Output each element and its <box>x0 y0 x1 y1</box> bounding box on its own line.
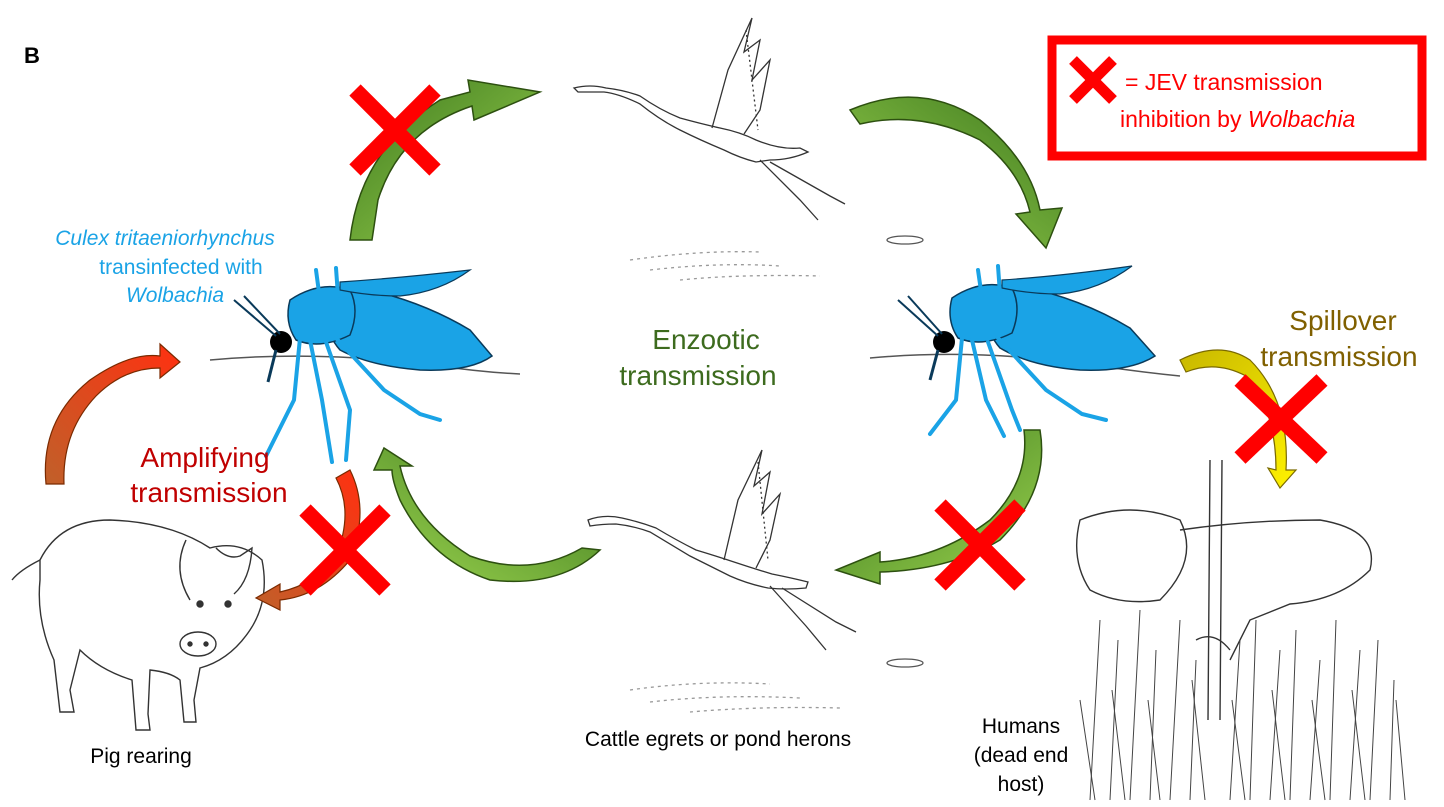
legend-box: = JEV transmission inhibition by Wolbach… <box>1052 40 1422 156</box>
pig-label: Pig rearing <box>90 745 192 768</box>
spillover-label-line1: Spillover <box>1289 305 1396 336</box>
flying-bird-top-illustration <box>574 18 923 280</box>
pig-illustration <box>12 520 264 730</box>
arrow-bird-top-to-mosquito-right <box>850 97 1062 248</box>
spillover-label-line2: transmission <box>1260 341 1417 372</box>
panel-label: B <box>24 43 40 68</box>
mosquito-species-label: Culex tritaeniorhynchus transinfected wi… <box>55 227 275 307</box>
amplifying-label-line2: transmission <box>130 477 287 508</box>
humans-label-line2: (dead end <box>974 744 1069 767</box>
legend-line2-italic: Wolbachia <box>1248 106 1355 132</box>
humans-label-line3: host) <box>998 773 1045 796</box>
mosquito-right-illustration <box>870 266 1180 436</box>
legend-line2: inhibition by Wolbachia <box>1120 106 1355 132</box>
humans-label-line1: Humans <box>982 715 1060 738</box>
legend-line1: = JEV transmission <box>1125 69 1323 95</box>
birds-label: Cattle egrets or pond herons <box>585 728 851 751</box>
enzootic-label-line2: transmission <box>619 360 776 391</box>
enzootic-label-line1: Enzootic <box>652 324 759 355</box>
legend-line2-plain: inhibition by <box>1120 106 1248 132</box>
amplifying-label-line1: Amplifying <box>140 442 269 473</box>
mosquito-label-line2: transinfected with <box>99 256 262 279</box>
mosquito-left-illustration <box>210 268 520 462</box>
mosquito-label-line3: Wolbachia <box>126 284 224 307</box>
human-farmer-illustration <box>1077 460 1405 800</box>
arrow-bird-bottom-to-mosquito-left <box>374 448 600 581</box>
mosquito-label-line1: Culex tritaeniorhynchus <box>55 227 275 250</box>
